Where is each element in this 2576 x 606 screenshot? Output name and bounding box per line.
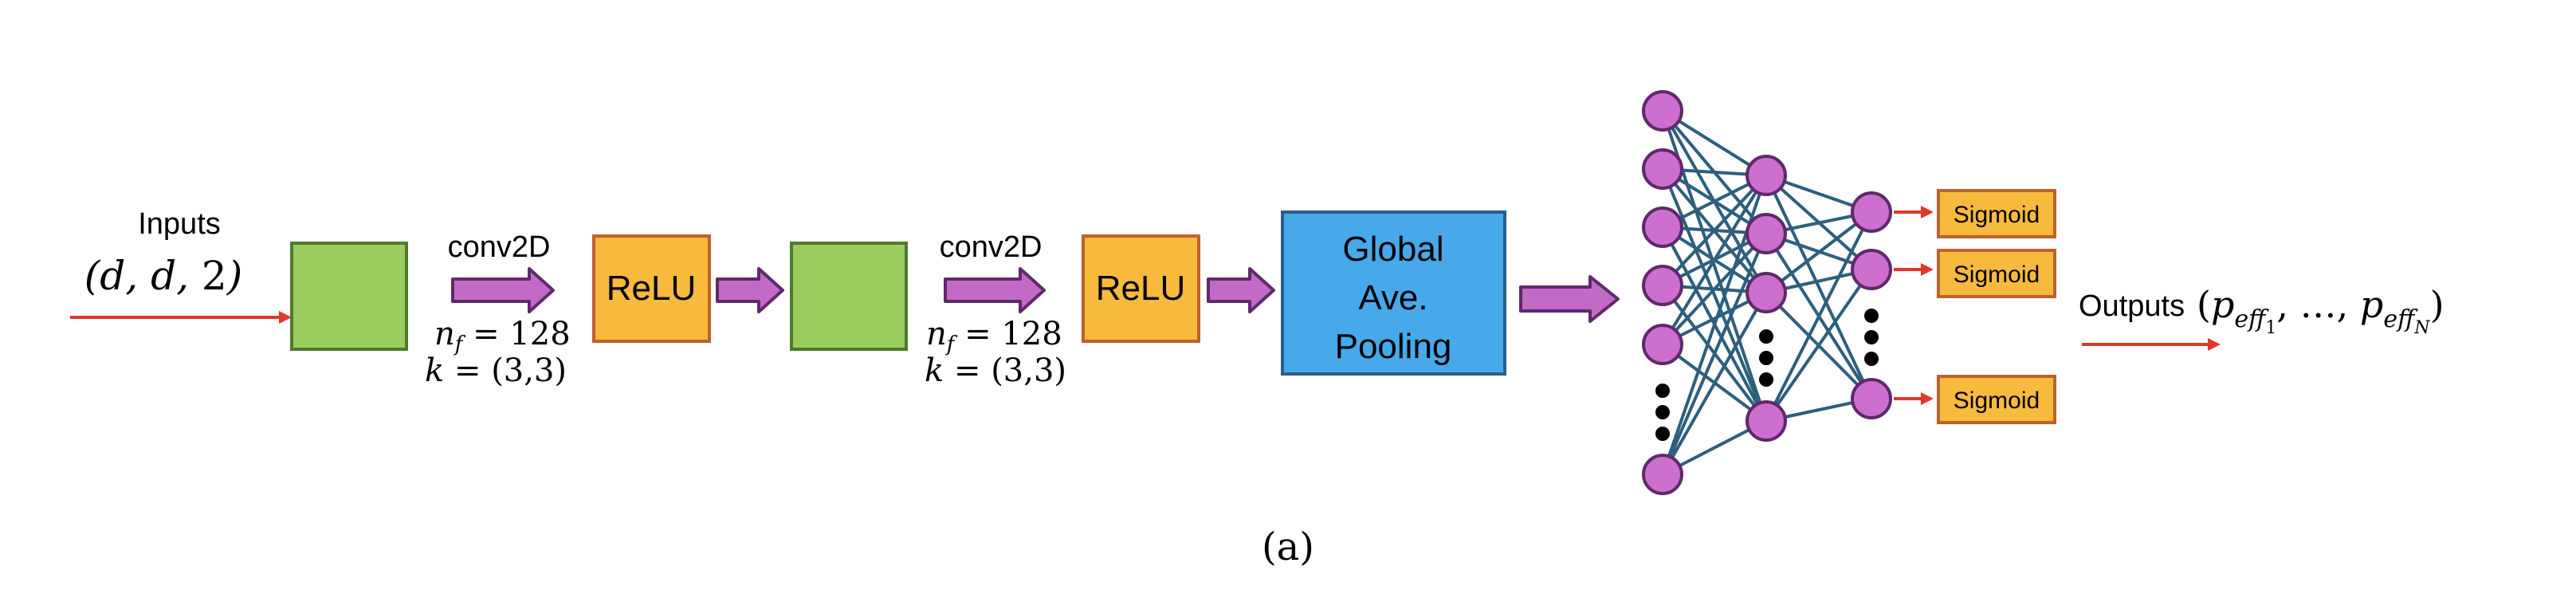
output-layer-ellipsis [1864,309,1879,366]
inputs-label: Inputs [138,207,221,241]
inputs-shape: (d, d, 2) [84,253,242,299]
neuron-connection [1765,211,1873,294]
conv2-label: conv2D [940,230,1043,264]
neuron-l1-2 [1642,148,1683,190]
feature-map-1 [290,242,408,351]
sigmoid-arrows [1894,206,1934,405]
pooling-line1: Global [1342,230,1443,269]
sigmoid-box-1 [1937,189,2056,238]
sigmoid-label-1: Sigmoid [1954,202,2040,228]
feature-map-2 [790,242,908,351]
outputs-formula: (peff1, …, peffN) [2197,283,2444,338]
pooling-box [1281,211,1506,376]
figure-caption: (a) [1262,525,1314,569]
relu1-to-fmap2-arrow [716,267,784,313]
layer-2-ellipsis [1759,329,1773,387]
neuron-connection [1661,168,1768,422]
neuron-out-3 [1851,378,1892,419]
layer-1-ellipsis [1655,384,1670,441]
neuron-out-1 [1851,191,1892,233]
sigmoid-label-2: Sigmoid [1954,262,2040,288]
neuron-l1-4 [1642,265,1683,306]
relu-1-box [592,234,711,343]
pooling-line2: Ave. [1358,278,1427,317]
outputs-label: Outputs [2079,289,2185,323]
neuron-connection [1661,232,1768,346]
neuron-l2-4 [1745,400,1787,442]
dense-output-layer [1851,191,1892,419]
relu-1-label: ReLU [607,269,697,308]
neuron-connection [1661,174,1768,287]
neuron-connection [1661,292,1768,475]
neuron-l1-3 [1642,207,1683,248]
neuron-l2-1 [1745,155,1787,196]
neuron-connection [1765,211,1873,422]
dense-layer-1 [1642,90,1683,495]
sigmoid-label-3: Sigmoid [1954,388,2040,414]
conv2-block-arrow [944,267,1046,313]
conv1-label: conv2D [448,230,551,264]
neuron-l1-5 [1642,324,1683,365]
neuron-l1-1 [1642,90,1683,132]
neuron-l2-3 [1745,272,1787,313]
relu-2-label: ReLU [1096,269,1186,308]
relu-2-box [1082,234,1200,343]
neuron-connection [1661,233,1768,475]
pooling-line3: Pooling [1335,327,1452,366]
sigmoid-box-3 [1937,375,2056,424]
dense-layer-2 [1745,155,1787,442]
neuron-l1-6 [1642,454,1683,495]
neuron-connection [1765,268,1873,423]
neuron-l2-2 [1745,213,1787,254]
neuron-connection [1765,175,1873,399]
conv1-filters: nf = 128 [434,316,571,356]
relu2-to-pooling-arrow [1207,267,1275,313]
conv2-filters: nf = 128 [926,316,1062,356]
conv1-kernel: k = (3,3) [425,352,567,389]
sigmoid-box-2 [1937,249,2056,298]
neuron-out-2 [1851,249,1892,290]
neuron-connection [1661,174,1768,346]
conv2-kernel: k = (3,3) [925,352,1066,389]
pooling-to-dense-arrow [1519,275,1620,323]
conv1-block-arrow [451,267,555,313]
